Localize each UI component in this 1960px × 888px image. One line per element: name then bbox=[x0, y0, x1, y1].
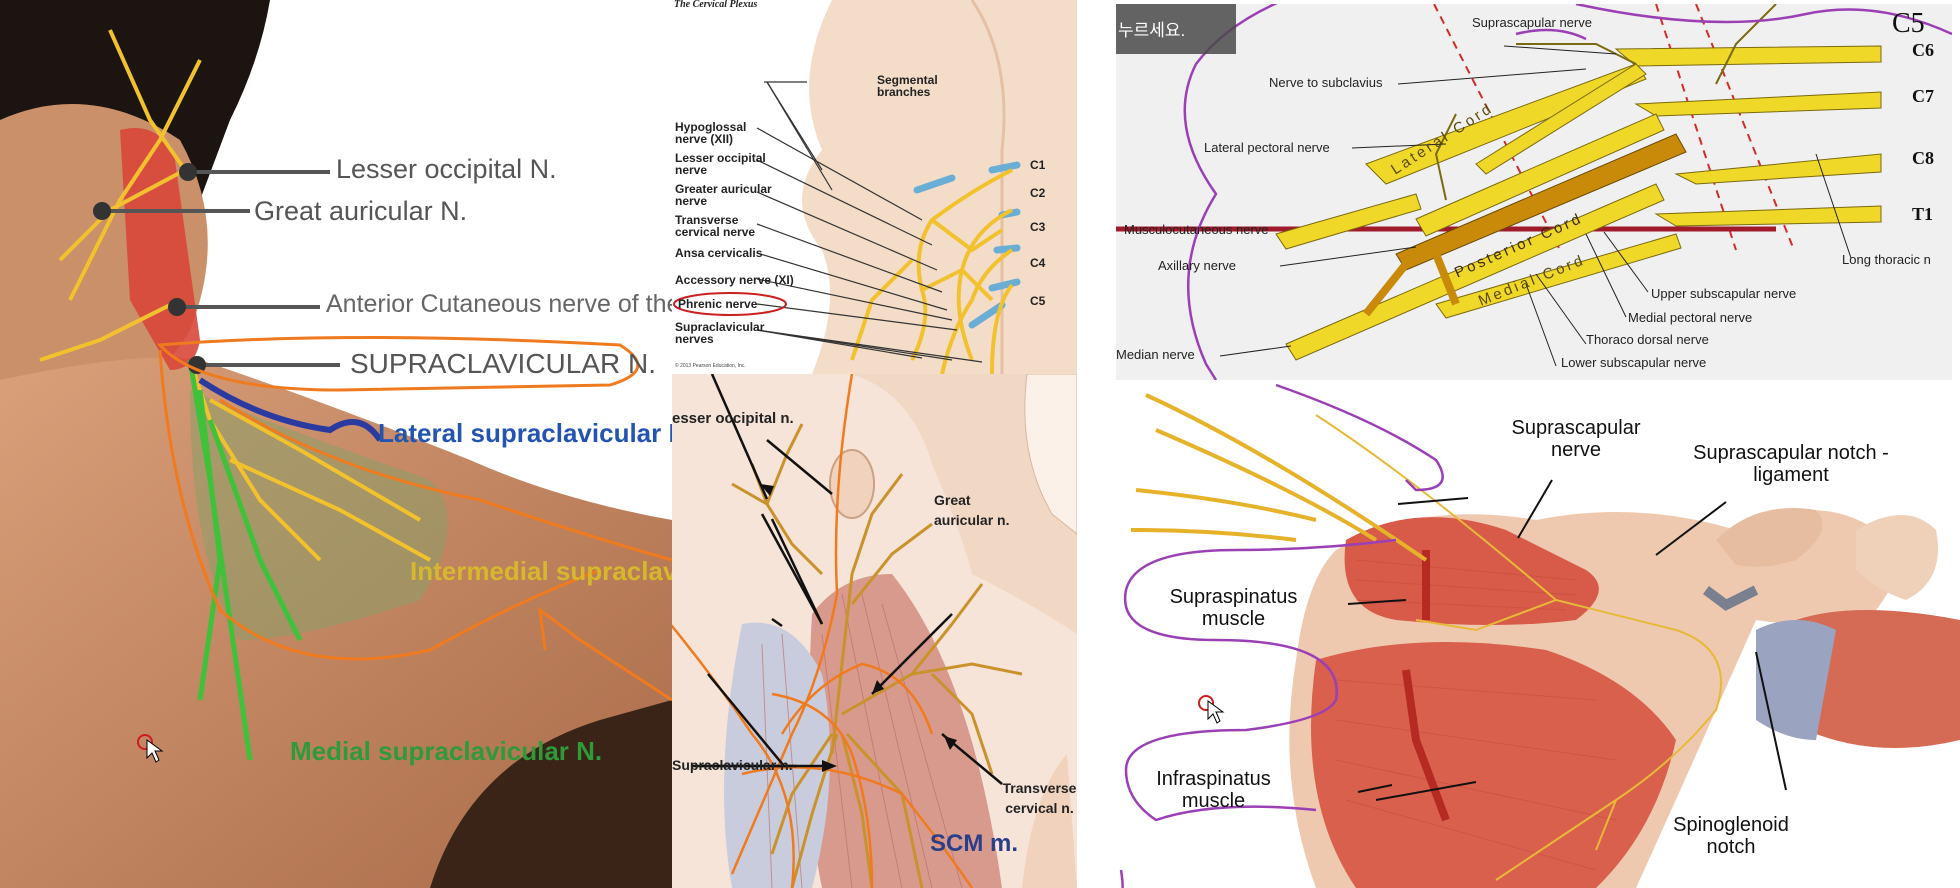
brachial-plexus-panel: 누르세요. C5 C6 C7 C8 T1 Lateral Cord Poster… bbox=[1116, 4, 1952, 380]
label-c7: C7 bbox=[1912, 86, 1934, 106]
level-c1: C1 bbox=[1030, 158, 1046, 172]
label-infraspinatus: Infraspinatus muscle bbox=[1156, 768, 1271, 812]
label-hypoglossal: Hypoglossal nerve (XII) bbox=[675, 120, 747, 146]
label-c6: C6 bbox=[1912, 40, 1934, 60]
label-suprascapular-nerve-shoulder: Suprascapular nerve bbox=[1511, 417, 1641, 461]
label-medial-supraclavicular: Medial supraclavicular N. bbox=[290, 736, 603, 766]
brachial-plexus-diagram bbox=[1116, 4, 1952, 380]
label-scm: SCM m. bbox=[930, 830, 1019, 857]
label-musculocutaneous: Musculocutaneous nerve bbox=[1124, 222, 1269, 237]
label-supraclavicular-nerves: Supraclavicular nerves bbox=[675, 320, 765, 346]
level-c2: C2 bbox=[1030, 186, 1046, 200]
neck-illustration bbox=[672, 374, 1077, 888]
label-lower-subscapular: Lower subscapular nerve bbox=[1561, 355, 1707, 370]
label-great-auricular-n: Great auricular n. bbox=[934, 492, 1010, 528]
label-phrenic: Phrenic nerve bbox=[678, 297, 758, 311]
neck-photo-illustration bbox=[0, 0, 672, 888]
label-anterior-cutaneous: Anterior Cutaneous nerve of the ne bbox=[326, 290, 672, 318]
copyright: © 2013 Pearson Education, Inc. bbox=[675, 363, 746, 369]
label-nerve-to-subclavius: Nerve to subclavius bbox=[1269, 75, 1383, 90]
level-c5: C5 bbox=[1030, 294, 1046, 308]
level-c4: C4 bbox=[1030, 256, 1046, 270]
overlay-text: 누르세요. bbox=[1118, 21, 1186, 40]
neck-illustration-panel: esser occipital n. Great auricular n. Su… bbox=[672, 374, 1077, 888]
label-suprascapular-nerve: Suprascapular nerve bbox=[1472, 15, 1592, 30]
label-c8: C8 bbox=[1912, 148, 1934, 168]
cervical-plexus-panel: The Cervical Plexus Segmental branches H… bbox=[672, 0, 1077, 374]
label-segmental: Segmental branches bbox=[877, 73, 938, 99]
label-median: Median nerve bbox=[1116, 347, 1195, 362]
label-transverse-cervical: Transverse cervical nerve bbox=[675, 213, 756, 239]
label-c5: C5 bbox=[1892, 8, 1925, 39]
label-great-auricular: Great auricular N. bbox=[254, 196, 468, 226]
label-long-thoracic: Long thoracic n bbox=[1842, 252, 1931, 267]
label-supraspinatus: Supraspinatus muscle bbox=[1169, 586, 1298, 630]
label-t1: T1 bbox=[1912, 204, 1934, 224]
label-thoracodorsal: Thoraco dorsal nerve bbox=[1586, 332, 1709, 347]
label-supraclavicular-n: Supraclavicular n. bbox=[672, 757, 793, 773]
label-lesser-occipital: Lesser occipital N. bbox=[336, 154, 557, 184]
label-suprascapular-notch: Suprascapular notch - ligament bbox=[1693, 442, 1889, 486]
label-ansa-cervicalis: Ansa cervicalis bbox=[675, 246, 763, 260]
label-lesser-occipital-n: esser occipital n. bbox=[672, 410, 794, 427]
label-supraclavicular: SUPRACLAVICULAR N. bbox=[350, 348, 657, 379]
label-intermedial-supraclavicular: Intermedial supraclavicu bbox=[410, 556, 672, 586]
label-axillary: Axillary nerve bbox=[1158, 258, 1237, 273]
label-lateral-pectoral: Lateral pectoral nerve bbox=[1204, 140, 1330, 155]
label-upper-subscapular: Upper subscapular nerve bbox=[1651, 286, 1797, 301]
label-lateral-supraclavicular: Lateral supraclavicular N. bbox=[378, 418, 672, 448]
level-c3: C3 bbox=[1030, 220, 1046, 234]
shoulder-illustration bbox=[1119, 383, 1960, 888]
label-spinoglenoid: Spinoglenoid notch bbox=[1673, 814, 1789, 858]
panel-title: The Cervical Plexus bbox=[674, 0, 758, 10]
label-transverse-cervical-n: Transverse cervical n. bbox=[1002, 780, 1077, 816]
neck-photo-panel: Lesser occipital N. Great auricular N. A… bbox=[0, 0, 672, 888]
label-medial-pectoral: Medial pectoral nerve bbox=[1628, 310, 1753, 325]
label-lesser-occipital-nerve: Lesser occipital nerve bbox=[675, 151, 766, 177]
label-greater-auricular: Greater auricular nerve bbox=[675, 182, 772, 208]
cervical-plexus-illustration bbox=[673, 0, 1077, 374]
label-accessory: Accessory nerve (XI) bbox=[675, 273, 794, 287]
shoulder-panel: Suprascapular nerve Suprascapular notch … bbox=[1116, 380, 1960, 888]
